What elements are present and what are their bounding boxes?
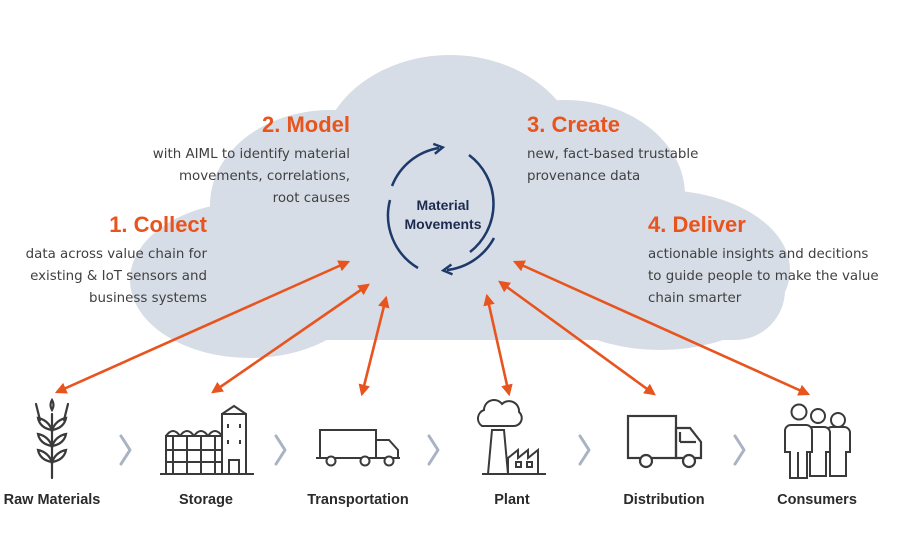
wheat-icon xyxy=(34,397,70,480)
step-collect-title: 1. Collect xyxy=(109,212,207,237)
stage-label-plant: Plant xyxy=(494,492,530,508)
step-create-description: new, fact-based trustable provenance dat… xyxy=(527,144,757,188)
step-collect-description: data across value chain for existing & I… xyxy=(0,244,207,310)
cycle-arrow-top xyxy=(390,142,446,187)
step-create-line: new, fact-based trustable xyxy=(527,147,699,162)
step-model-title: 2. Model xyxy=(261,112,350,137)
people-icon xyxy=(784,403,851,479)
stage-label-consumers: Consumers xyxy=(777,492,857,508)
step-collect: 1. Collect data across value chain for e… xyxy=(0,212,207,310)
stage-label-transportation: Transportation xyxy=(307,492,409,508)
stage-label-storage: Storage xyxy=(179,492,233,508)
step-model-line: root causes xyxy=(272,191,350,206)
arrow-storage xyxy=(211,283,370,394)
chevron-right-icon xyxy=(119,434,132,466)
silo-icon xyxy=(160,404,254,475)
step-create: 3. Create new, fact-based trustable prov… xyxy=(527,112,757,188)
connector-arrows xyxy=(54,260,811,397)
cycle-arrow-left xyxy=(386,199,419,270)
step-deliver-line: chain smarter xyxy=(648,291,742,306)
delivery-van-icon xyxy=(626,414,703,469)
step-model-description: with AIML to identify material movements… xyxy=(110,144,350,210)
step-model-line: movements, correlations, xyxy=(179,169,350,184)
step-collect-line: data across value chain for xyxy=(25,247,207,262)
arrow-consumers xyxy=(512,260,811,396)
center-label-line1: Material xyxy=(416,197,470,213)
chevron-right-icon xyxy=(427,434,440,466)
arrow-raw-materials xyxy=(54,260,351,394)
truck-icon xyxy=(316,429,400,467)
step-deliver-line: to guide people to make the value xyxy=(648,269,879,284)
step-deliver-title: 4. Deliver xyxy=(648,212,746,237)
step-collect-line: existing & IoT sensors and xyxy=(30,269,207,284)
step-model-line: with AIML to identify material xyxy=(152,147,350,162)
step-model: 2. Model with AIML to identify material … xyxy=(110,112,350,210)
factory-icon xyxy=(477,399,546,475)
chevron-right-icon xyxy=(578,434,591,466)
chevron-right-icon xyxy=(733,434,746,466)
center-label-line2: Movements xyxy=(404,216,482,232)
step-create-title: 3. Create xyxy=(527,112,620,137)
cycle-diagram xyxy=(386,142,496,276)
step-deliver-description: actionable insights and decitions to gui… xyxy=(648,244,900,310)
cycle-arrow-bottom xyxy=(440,237,496,276)
step-deliver-line: actionable insights and decitions xyxy=(648,247,869,262)
arrow-transportation xyxy=(358,295,390,397)
cycle-arrow-right xyxy=(468,153,495,253)
chevron-right-icon xyxy=(274,434,287,466)
step-create-line: provenance data xyxy=(527,169,641,184)
step-deliver: 4. Deliver actionable insights and decit… xyxy=(648,212,900,310)
stage-label-raw-materials: Raw Materials xyxy=(3,492,101,508)
stage-label-distribution: Distribution xyxy=(623,492,705,508)
center-label: Material Movements xyxy=(380,196,506,234)
step-collect-line: business systems xyxy=(88,291,207,306)
stage-chevrons xyxy=(119,434,746,466)
